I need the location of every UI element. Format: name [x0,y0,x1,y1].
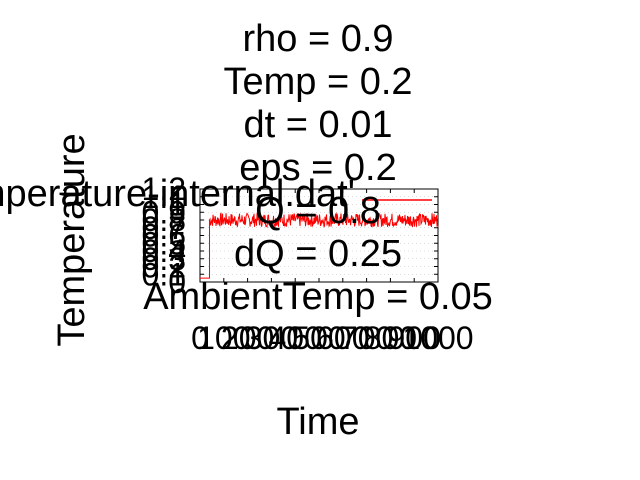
legend-label: 'temperature-internal.dat' [0,173,355,215]
x-tick-label: 200 [221,320,274,356]
y-tick-label: 0.6 [142,218,186,254]
y-tick-label: 0.8 [142,202,186,238]
y-tick-label: 0.5 [142,225,186,261]
parameter-annotation: AmbientTemp = 0.05 [143,276,493,318]
x-axis-label: Time [276,401,359,443]
y-tick-label: 0.7 [142,210,186,246]
y-tick-label: 1.2 [142,171,186,207]
x-tick-label: 0 [191,320,209,356]
parameter-annotation: rho = 0.9 [242,18,393,60]
x-tick-label: 300 [245,320,298,356]
parameter-annotation: dQ = 0.25 [234,233,402,275]
y-tick-label: 0.2 [142,249,186,285]
y-tick-label: 0.4 [142,233,186,269]
x-tick-label: 400 [269,320,322,356]
parameter-annotation: Temp = 0.2 [223,61,412,103]
y-tick-label: 0.1 [142,256,186,292]
y-tick-label: 0.9 [142,194,186,230]
x-tick-label: 800 [364,320,417,356]
x-tick-label: 100 [197,320,250,356]
y-axis-label: Temperature [51,133,93,346]
x-tick-label: 900 [388,320,441,356]
parameter-annotation: Q = 0.8 [255,190,381,232]
y-tick-label: 1.1 [142,179,186,215]
x-tick-label: 1000 [402,320,473,356]
parameter-annotation: eps = 0.2 [239,147,396,189]
x-tick-label: 500 [292,320,345,356]
x-tick-label: 600 [316,320,369,356]
x-tick-label: 700 [340,320,393,356]
series-line [200,211,439,279]
parameter-annotation: dt = 0.01 [244,104,393,146]
y-tick-label: 0 [168,264,186,300]
y-tick-label: 0.3 [142,241,186,277]
y-tick-label: 1 [168,187,186,223]
